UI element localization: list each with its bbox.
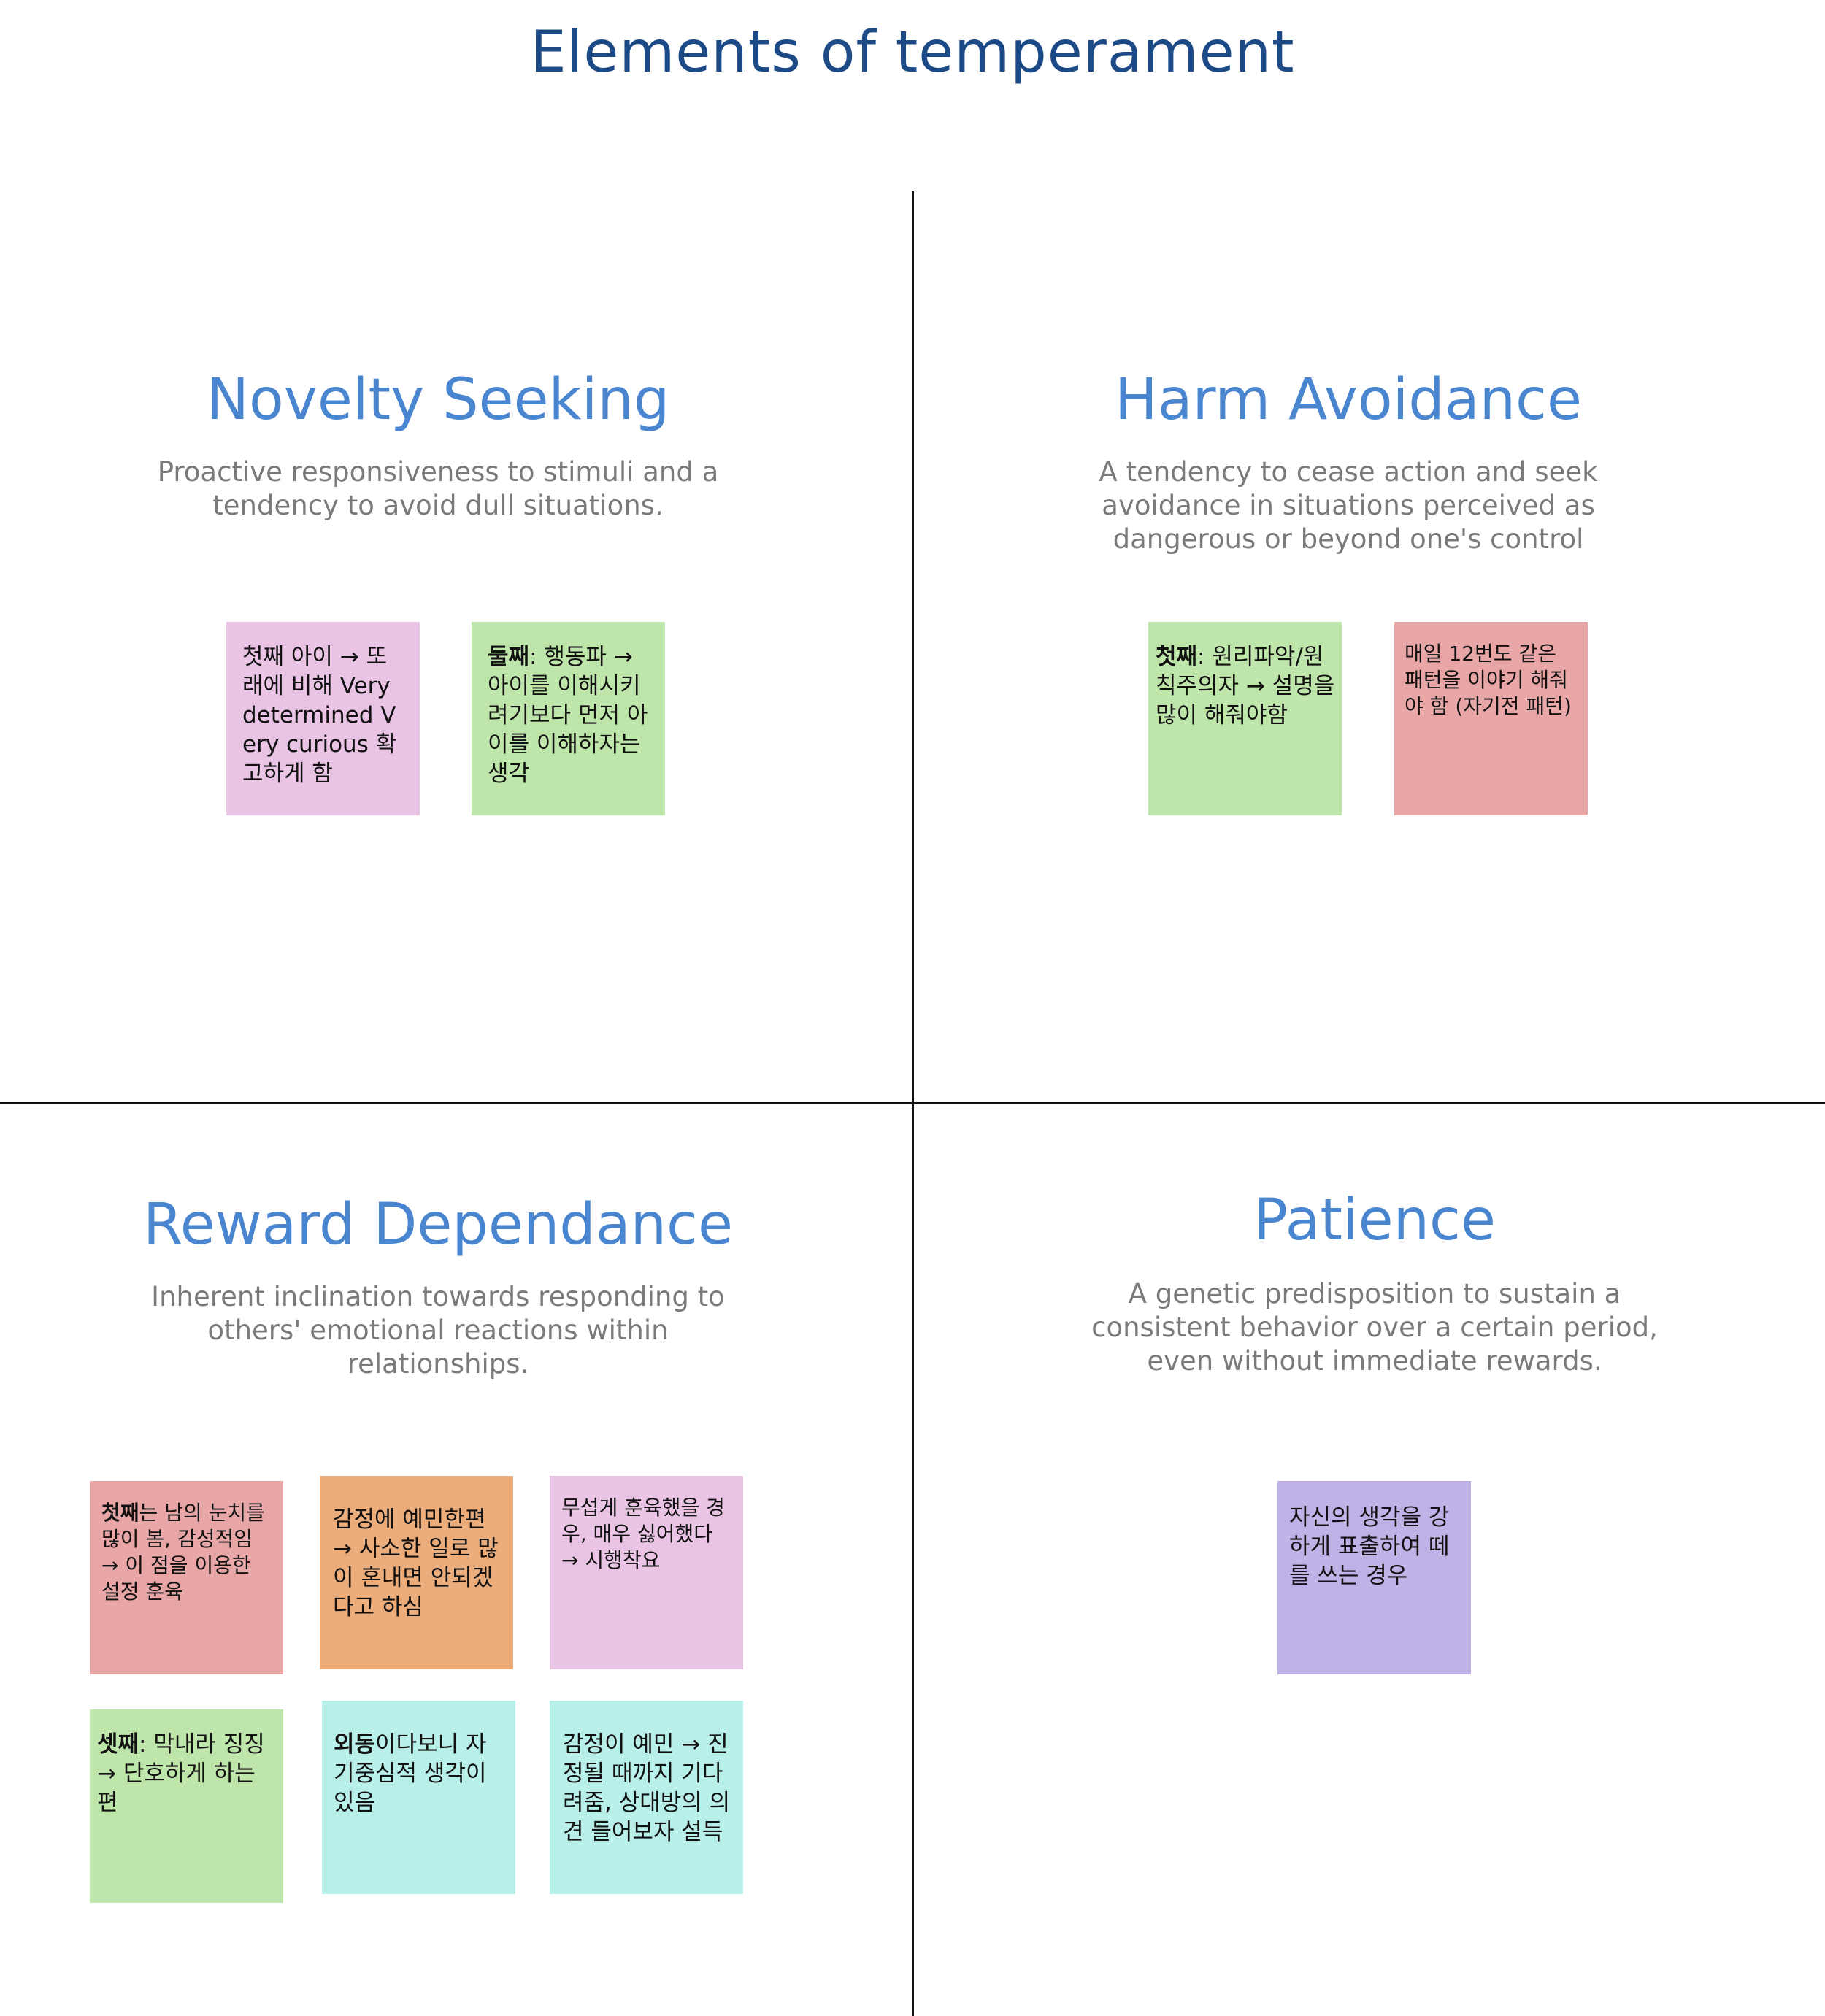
sticky-note-text: 감정이 예민 → 진정될 때까지 기다려줌, 상대방의 의견 들어보자 설득 <box>563 1731 731 1845</box>
quadrant-description: Proactive responsiveness to stimuli and … <box>157 456 719 521</box>
board-title: Elements of temperament <box>530 20 1295 85</box>
sticky-note-lead: 셋째 <box>97 1731 139 1758</box>
sticky-note-text: 이다보니 자기중심적 생각이 있음 <box>334 1731 487 1816</box>
sticky-note-text: : 막내라 징징 → 단호하게 하는 편 <box>97 1731 265 1816</box>
quadrant-heading: Novelty Seeking <box>206 367 670 433</box>
sticky-note-text: : 원리파악/원칙주의자 → 설명을 많이 해줘야함 <box>1156 644 1335 728</box>
quadrant-heading: Reward Dependance <box>143 1192 733 1258</box>
quadrant-heading: Harm Avoidance <box>1115 367 1582 433</box>
sticky-note-text: 매일 12번도 같은 패턴을 이야기 해줘야 함 (자기전 패턴) <box>1405 642 1572 718</box>
horizontal-divider <box>0 1102 1825 1104</box>
sticky-note-text: 첫째 아이 → 또래에 비해 Very determined Very curi… <box>242 644 397 787</box>
sticky-note[interactable]: 감정이 예민 → 진정될 때까지 기다려줌, 상대방의 의견 들어보자 설득 <box>550 1701 743 1894</box>
sticky-note[interactable]: 둘째: 행동파 → 아이를 이해시키려기보다 먼저 아이를 이해하자는 생각 <box>472 622 665 815</box>
quadrant-description: A tendency to cease action and seek avoi… <box>1099 456 1598 555</box>
sticky-note[interactable]: 감정에 예민한편 → 사소한 일로 많이 혼내면 안되겠다고 하심 <box>320 1476 513 1669</box>
quadrant-description: A genetic predisposition to sustain a co… <box>1091 1278 1658 1377</box>
sticky-note-text: : 행동파 → 아이를 이해시키려기보다 먼저 아이를 이해하자는 생각 <box>488 644 648 787</box>
sticky-note-lead: 첫째 <box>1156 644 1198 670</box>
sticky-note[interactable]: 셋째: 막내라 징징 → 단호하게 하는 편 <box>90 1709 283 1903</box>
sticky-note-text: 는 남의 눈치를 많이 봄, 감성적임 → 이 점을 이용한 설정 훈육 <box>101 1501 265 1604</box>
sticky-note-lead: 외동 <box>334 1731 376 1758</box>
sticky-note-lead: 둘째 <box>488 644 530 670</box>
quadrant-heading: Patience <box>1253 1188 1496 1253</box>
sticky-note-text: 자신의 생각을 강하게 표출하여 떼를 쓰는 경우 <box>1289 1504 1450 1589</box>
sticky-note[interactable]: 무섭게 훈육했을 경우, 매우 싫어했다 → 시행착요 <box>550 1476 743 1669</box>
sticky-note[interactable]: 첫째: 원리파악/원칙주의자 → 설명을 많이 해줘야함 <box>1148 622 1342 815</box>
sticky-note-text: 감정에 예민한편 → 사소한 일로 많이 혼내면 안되겠다고 하심 <box>333 1507 499 1620</box>
sticky-note[interactable]: 자신의 생각을 강하게 표출하여 떼를 쓰는 경우 <box>1278 1481 1471 1674</box>
sticky-note[interactable]: 매일 12번도 같은 패턴을 이야기 해줘야 함 (자기전 패턴) <box>1394 622 1588 815</box>
quadrant-description: Inherent inclination towards responding … <box>151 1281 725 1380</box>
sticky-note-text: 무섭게 훈육했을 경우, 매우 싫어했다 → 시행착요 <box>561 1496 725 1572</box>
sticky-note[interactable]: 첫째 아이 → 또래에 비해 Very determined Very curi… <box>226 622 420 815</box>
sticky-note[interactable]: 외동이다보니 자기중심적 생각이 있음 <box>322 1701 515 1894</box>
sticky-note[interactable]: 첫째는 남의 눈치를 많이 봄, 감성적임 → 이 점을 이용한 설정 훈육 <box>90 1481 283 1674</box>
sticky-note-lead: 첫째 <box>101 1501 139 1525</box>
